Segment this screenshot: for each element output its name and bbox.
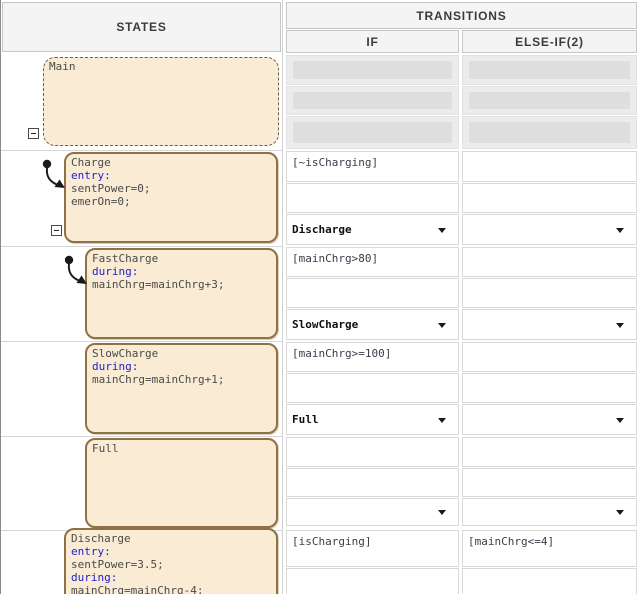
state-name: Full: [92, 442, 119, 455]
discharge-if-condition-cell[interactable]: [isCharging]: [286, 530, 459, 567]
disabled-placeholder: [293, 92, 452, 109]
chevron-down-icon: [438, 417, 446, 423]
state-name: Main: [49, 60, 76, 73]
state-code-line: sentPower=0;: [71, 182, 151, 195]
state-code-line: mainChrg=mainChrg-4;: [71, 584, 204, 594]
fastcharge-elseif-destination-dropdown[interactable]: [462, 309, 637, 340]
fastcharge-elseif-condition-cell[interactable]: [462, 247, 637, 277]
main-elseif-action-cell: [462, 86, 637, 115]
state-slowcharge[interactable]: SlowCharge during: mainChrg=mainChrg+1;: [85, 343, 278, 434]
state-name: Charge: [71, 156, 111, 169]
full-elseif-condition-cell[interactable]: [462, 437, 637, 467]
states-column-header: STATES: [2, 2, 281, 52]
row-separator: [1, 246, 282, 247]
state-keyword: entry:: [71, 545, 111, 558]
state-code-line: emerOn=0;: [71, 195, 131, 208]
panel-divider: [282, 0, 283, 594]
row-separator: [1, 150, 282, 151]
main-if-destination-cell: [286, 116, 459, 149]
disabled-placeholder: [469, 61, 630, 79]
full-elseif-destination-dropdown[interactable]: [462, 498, 637, 526]
full-if-action-cell[interactable]: [286, 468, 459, 497]
discharge-elseif-action-cell[interactable]: [462, 568, 637, 594]
row-separator: [1, 436, 282, 437]
slowcharge-elseif-condition-cell[interactable]: [462, 342, 637, 372]
charge-elseif-action-cell[interactable]: [462, 183, 637, 213]
state-code-line: mainChrg=mainChrg+1;: [92, 373, 225, 386]
charge-elseif-condition-cell[interactable]: [462, 151, 637, 182]
discharge-if-action-cell[interactable]: [286, 568, 459, 594]
destination-label: Discharge: [292, 223, 352, 236]
state-name: FastCharge: [92, 252, 159, 265]
charge-if-action-cell[interactable]: [286, 183, 459, 213]
full-if-condition-cell[interactable]: [286, 437, 459, 467]
state-code-line: mainChrg=mainChrg+3;: [92, 278, 225, 291]
if-column-header: IF: [286, 30, 459, 53]
state-name: Discharge: [71, 532, 131, 545]
main-if-condition-cell: [286, 55, 459, 85]
else-if-column-header: ELSE-IF(2): [462, 30, 637, 53]
charge-if-condition-cell[interactable]: [~isCharging]: [286, 151, 459, 182]
disabled-placeholder: [293, 61, 452, 79]
slowcharge-if-destination-dropdown[interactable]: Full: [286, 404, 459, 435]
charge-if-destination-dropdown[interactable]: Discharge: [286, 214, 459, 245]
full-elseif-action-cell[interactable]: [462, 468, 637, 497]
state-keyword: entry:: [71, 169, 111, 182]
transitions-column-header: TRANSITIONS: [286, 2, 637, 29]
slowcharge-elseif-destination-dropdown[interactable]: [462, 404, 637, 435]
charge-elseif-destination-dropdown[interactable]: [462, 214, 637, 245]
destination-label: SlowCharge: [292, 318, 359, 331]
fastcharge-elseif-action-cell[interactable]: [462, 278, 637, 308]
state-fastcharge[interactable]: FastCharge during: mainChrg=mainChrg+3;: [85, 248, 278, 339]
chevron-down-icon: [616, 322, 624, 328]
state-charge[interactable]: Charge entry: sentPower=0; emerOn=0;: [64, 152, 278, 243]
disabled-placeholder: [469, 122, 630, 143]
state-main[interactable]: Main: [43, 57, 279, 146]
state-full[interactable]: Full: [85, 438, 278, 528]
slowcharge-elseif-action-cell[interactable]: [462, 373, 637, 403]
chevron-down-icon: [438, 227, 446, 233]
collapse-icon[interactable]: [28, 128, 39, 139]
main-elseif-condition-cell: [462, 55, 637, 85]
collapse-icon[interactable]: [51, 225, 62, 236]
chevron-down-icon: [616, 510, 624, 515]
chevron-down-icon: [438, 322, 446, 328]
destination-label: Full: [292, 413, 319, 426]
state-keyword: during:: [71, 571, 118, 584]
discharge-elseif-condition-cell[interactable]: [mainChrg<=4]: [462, 530, 637, 567]
default-transition-arrow-icon: [64, 255, 87, 284]
row-separator: [1, 341, 282, 342]
main-if-action-cell: [286, 86, 459, 115]
slowcharge-if-condition-cell[interactable]: [mainChrg>=100]: [286, 342, 459, 372]
main-elseif-destination-cell: [462, 116, 637, 149]
state-name: SlowCharge: [92, 347, 159, 360]
chevron-down-icon: [616, 227, 624, 233]
chevron-down-icon: [616, 417, 624, 423]
disabled-placeholder: [293, 122, 452, 143]
state-keyword: during:: [92, 360, 139, 373]
full-if-destination-dropdown[interactable]: [286, 498, 459, 526]
state-keyword: during:: [92, 265, 139, 278]
default-transition-arrow-icon: [42, 159, 65, 188]
chevron-down-icon: [438, 510, 446, 515]
disabled-placeholder: [469, 92, 630, 109]
fastcharge-if-action-cell[interactable]: [286, 278, 459, 308]
state-discharge[interactable]: Discharge entry: sentPower=3.5; during: …: [64, 528, 278, 594]
state-code-line: sentPower=3.5;: [71, 558, 164, 571]
fastcharge-if-condition-cell[interactable]: [mainChrg>80]: [286, 247, 459, 277]
fastcharge-if-destination-dropdown[interactable]: SlowCharge: [286, 309, 459, 340]
slowcharge-if-action-cell[interactable]: [286, 373, 459, 403]
